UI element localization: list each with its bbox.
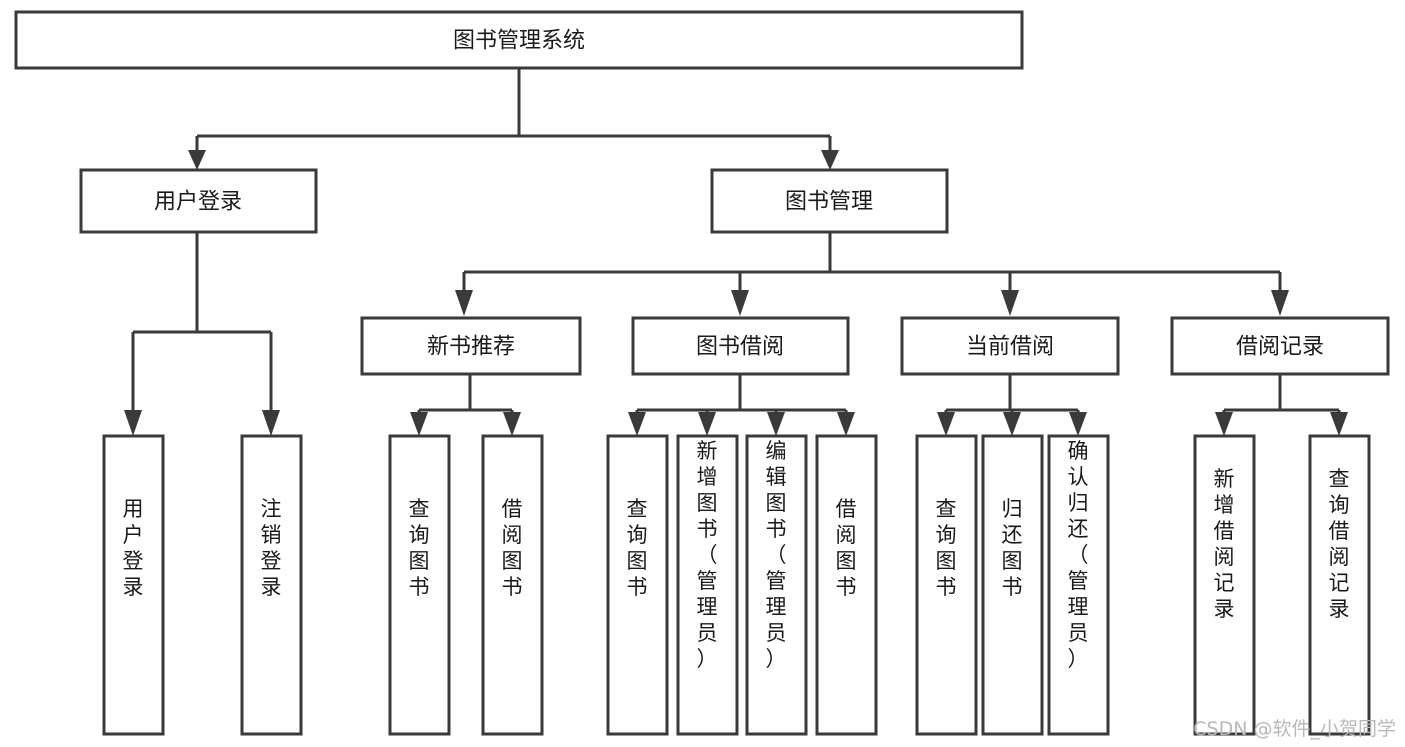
node-leaf-query-book-2[interactable]: 查询图书 — [606, 434, 669, 736]
arrow-head-leaf-confirm-return — [1069, 412, 1087, 436]
node-leaf-user-login-label: 用户登录 — [123, 497, 144, 599]
node-leaf-add-book[interactable]: 新增图书（管理员） — [676, 434, 739, 736]
arrow-head-leaf-edit-book — [767, 412, 785, 436]
arrow-head-leaf-user-logout — [262, 410, 280, 436]
node-user-login-label: 用户登录 — [154, 190, 242, 215]
node-leaf-query-book-1-label: 查询图书 — [409, 497, 430, 599]
node-leaf-add-book-label: 新增图书（管理员） — [697, 439, 718, 671]
node-new-book-rec-label: 新书推荐 — [427, 335, 515, 360]
node-borrow-record[interactable]: 借阅记录 — [1170, 316, 1390, 376]
arrow-head-leaf-query-book-1 — [410, 412, 428, 436]
arrow-head-leaf-add-book — [698, 412, 716, 436]
node-leaf-confirm-return-box[interactable] — [1047, 434, 1110, 736]
node-borrow-record-label: 借阅记录 — [1236, 335, 1324, 360]
node-root[interactable]: 图书管理系统 — [14, 10, 1024, 70]
arrow-head-current-borrow — [1001, 290, 1019, 316]
arrow-head-leaf-user-login — [124, 410, 142, 436]
node-leaf-query-record-label: 查询借阅记录 — [1329, 467, 1350, 621]
arrow-head-leaf-add-record — [1215, 412, 1233, 436]
node-leaf-add-record[interactable]: 新增借阅记录 — [1193, 434, 1256, 736]
node-leaf-borrow-book-2-box[interactable] — [815, 434, 878, 736]
node-root-label: 图书管理系统 — [453, 29, 585, 54]
node-root-box[interactable] — [14, 10, 1024, 70]
node-leaf-user-login-box[interactable] — [102, 434, 165, 736]
connector-layer — [124, 68, 1348, 436]
node-leaf-query-book-3[interactable]: 查询图书 — [915, 434, 978, 736]
node-leaf-query-book-1[interactable]: 查询图书 — [388, 434, 451, 736]
arrow-head-user-login — [188, 150, 206, 170]
node-leaf-borrow-book-1-label: 借阅图书 — [502, 497, 523, 599]
arrow-head-leaf-query-record — [1330, 412, 1348, 436]
node-leaf-user-login[interactable]: 用户登录 — [102, 434, 165, 736]
node-leaf-user-logout-label: 注销登录 — [261, 497, 282, 599]
node-leaf-confirm-return-label: 确认归还（管理员） — [1068, 439, 1089, 671]
node-book-manage-box[interactable] — [710, 168, 949, 234]
arrow-head-leaf-borrow-book-2 — [837, 412, 855, 436]
node-book-borrow[interactable]: 图书借阅 — [631, 316, 850, 376]
node-leaf-borrow-book-2-label: 借阅图书 — [836, 497, 857, 599]
csdn-watermark: CSDN @软件_小贺同学 — [1193, 718, 1396, 740]
node-leaf-confirm-return[interactable]: 确认归还（管理员） — [1047, 434, 1110, 736]
node-leaf-edit-book-label: 编辑图书（管理员） — [766, 439, 787, 671]
arrow-head-new-book-rec — [455, 290, 473, 316]
arrow-head-leaf-query-book-2 — [628, 412, 646, 436]
arrow-head-leaf-borrow-book-1 — [503, 412, 521, 436]
node-leaf-return-book[interactable]: 归还图书 — [981, 434, 1044, 736]
node-borrow-record-box[interactable] — [1170, 316, 1390, 376]
node-leaf-borrow-book-1-box[interactable] — [481, 434, 544, 736]
node-leaf-return-book-box[interactable] — [981, 434, 1044, 736]
node-current-borrow[interactable]: 当前借阅 — [900, 316, 1120, 376]
node-leaf-query-book-3-label: 查询图书 — [936, 497, 957, 599]
arrow-head-book-borrow — [731, 290, 749, 316]
node-book-manage-label: 图书管理 — [785, 190, 873, 215]
arrow-head-book-manage — [821, 150, 839, 170]
node-leaf-borrow-book-2[interactable]: 借阅图书 — [815, 434, 878, 736]
node-leaf-user-logout[interactable]: 注销登录 — [240, 434, 303, 736]
node-leaf-query-book-2-box[interactable] — [606, 434, 669, 736]
node-new-book-rec-box[interactable] — [360, 316, 582, 376]
node-book-borrow-box[interactable] — [631, 316, 850, 376]
node-user-login[interactable]: 用户登录 — [79, 168, 318, 234]
node-leaf-query-record[interactable]: 查询借阅记录 — [1308, 434, 1371, 736]
arrow-head-borrow-record — [1271, 290, 1289, 316]
node-leaf-query-book-3-box[interactable] — [915, 434, 978, 736]
node-current-borrow-label: 当前借阅 — [966, 335, 1054, 360]
node-leaf-query-book-1-box[interactable] — [388, 434, 451, 736]
node-book-manage[interactable]: 图书管理 — [710, 168, 949, 234]
node-book-borrow-label: 图书借阅 — [696, 335, 784, 360]
node-leaf-user-logout-box[interactable] — [240, 434, 303, 736]
node-leaf-return-book-label: 归还图书 — [1002, 497, 1023, 599]
node-leaf-add-book-box[interactable] — [676, 434, 739, 736]
node-leaf-query-record-box[interactable] — [1308, 434, 1371, 736]
node-leaf-query-book-2-label: 查询图书 — [627, 497, 648, 599]
node-leaf-add-record-box[interactable] — [1193, 434, 1256, 736]
node-new-book-rec[interactable]: 新书推荐 — [360, 316, 582, 376]
node-user-login-box[interactable] — [79, 168, 318, 234]
node-leaf-edit-book[interactable]: 编辑图书（管理员） — [745, 434, 808, 736]
arrow-head-leaf-return-book — [1003, 412, 1021, 436]
node-current-borrow-box[interactable] — [900, 316, 1120, 376]
arrow-head-leaf-query-book-3 — [937, 412, 955, 436]
node-leaf-add-record-label: 新增借阅记录 — [1214, 467, 1235, 621]
node-leaf-borrow-book-1[interactable]: 借阅图书 — [481, 434, 544, 736]
node-leaf-edit-book-box[interactable] — [745, 434, 808, 736]
